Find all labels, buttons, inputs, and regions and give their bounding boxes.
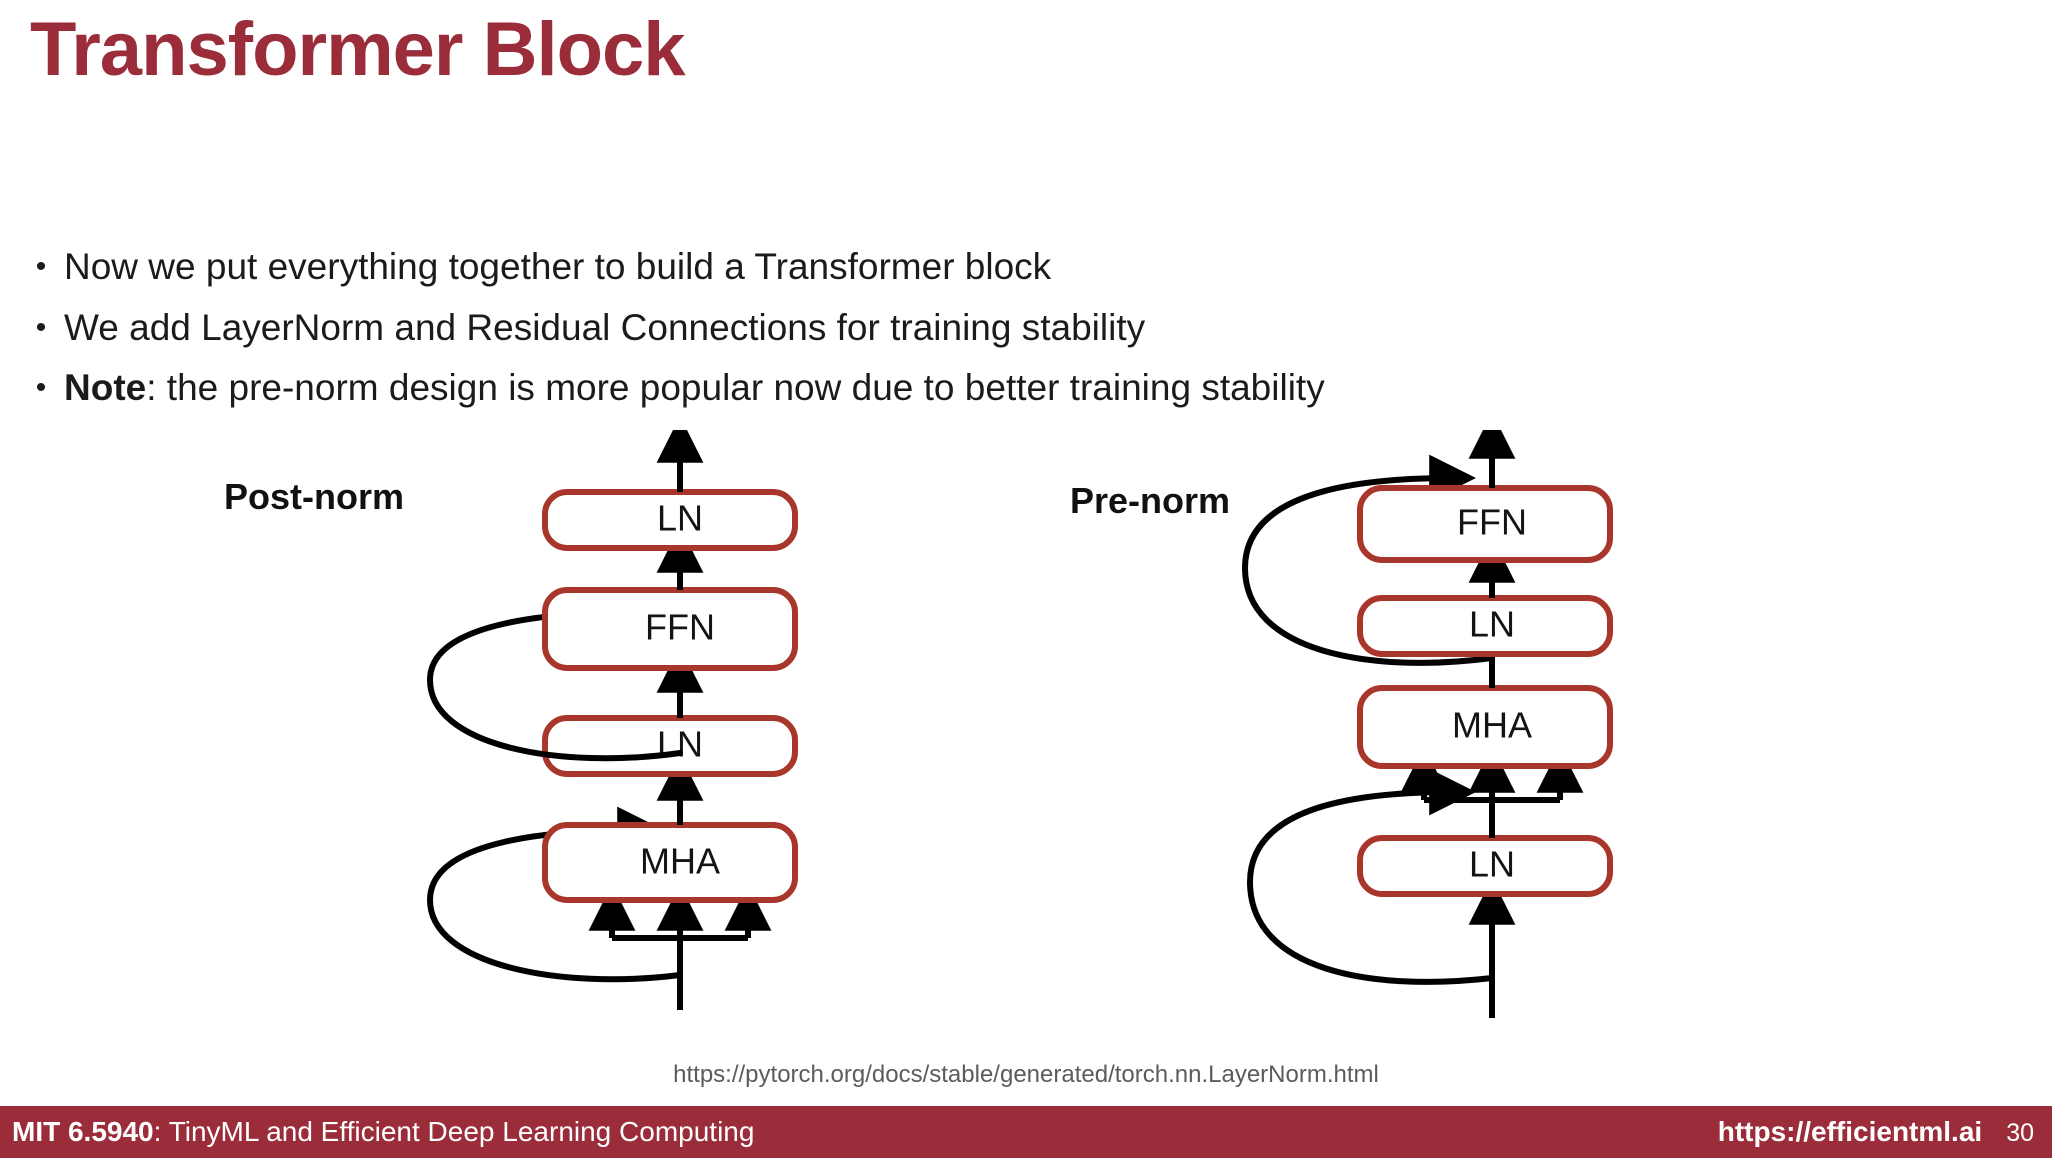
bullet-text: We add LayerNorm and Residual Connection… <box>64 305 1918 352</box>
pre-norm-diagram: LN MHA LN <box>1241 430 1613 1018</box>
list-item: • We add LayerNorm and Residual Connecti… <box>18 305 1918 352</box>
pre-norm-ln-upper-label: LN <box>1469 604 1515 645</box>
pre-norm-mha-label: MHA <box>1452 705 1532 746</box>
bullet-text: Note: the pre-norm design is more popula… <box>64 365 1918 412</box>
post-norm-diagram: MHA LN FFN LN <box>426 430 798 1010</box>
footer-course-code: MIT 6.5940 <box>12 1116 154 1147</box>
bullet-body: Now we put everything together to build … <box>64 246 1052 287</box>
bullet-lead: Note <box>64 367 147 409</box>
footer-course-text: MIT 6.5940: TinyML and Efficient Deep Le… <box>12 1116 754 1148</box>
post-norm-ln-top-box <box>542 489 798 551</box>
footer-course-title: : TinyML and Efficient Deep Learning Com… <box>153 1116 755 1147</box>
bullet-text: Now we put everything together to build … <box>64 244 1918 291</box>
pre-norm-ln-upper-box <box>1357 595 1613 657</box>
pre-norm-ln-bottom-box <box>1357 835 1613 897</box>
pre-norm-ffn-label: FFN <box>1457 502 1527 543</box>
footer-right-group: https://efficientml.ai 30 <box>1718 1116 2034 1148</box>
transformer-block-diagram: MHA LN FFN LN <box>0 430 2052 1050</box>
pre-norm-ffn-box <box>1357 485 1613 563</box>
list-item: • Now we put everything together to buil… <box>18 244 1918 291</box>
post-norm-ln-lower-label: LN <box>657 724 703 765</box>
pre-norm-label: Pre-norm <box>1070 480 1231 521</box>
post-norm-label: Post-norm <box>224 476 404 517</box>
pre-norm-mha-box <box>1357 685 1613 769</box>
post-norm-mha-box <box>542 822 798 903</box>
pre-norm-residual-1 <box>1246 768 1495 985</box>
footer-site-link[interactable]: https://efficientml.ai <box>1717 1116 1983 1147</box>
source-url-caption: https://pytorch.org/docs/stable/generate… <box>673 1061 1379 1088</box>
post-norm-ln-top-label: LN <box>657 498 703 539</box>
slide-page-number: 30 <box>2006 1119 2034 1147</box>
bullet-body: We add LayerNorm and Residual Connection… <box>64 306 1146 348</box>
bullet-body: : the pre-norm design is more popular no… <box>146 367 1325 409</box>
post-norm-mha-label: MHA <box>640 841 720 882</box>
diagram-canvas: MHA LN FFN LN <box>426 430 1613 1018</box>
post-norm-ffn-box <box>542 587 798 671</box>
post-norm-ffn-label: FFN <box>645 607 715 648</box>
bullet-list: • Now we put everything together to buil… <box>18 244 1918 426</box>
pre-norm-ln-bottom-label: LN <box>1469 844 1515 885</box>
page-title: Transformer Block <box>30 7 686 92</box>
bullet-marker-icon: • <box>35 310 47 344</box>
bullet-marker-icon: • <box>35 371 47 405</box>
list-item: • Note: the pre-norm design is more popu… <box>18 365 1918 412</box>
pre-norm-residual-2 <box>1241 454 1495 666</box>
bullet-marker-icon: • <box>35 250 47 283</box>
footer-bar: MIT 6.5940: TinyML and Efficient Deep Le… <box>0 1106 2052 1158</box>
